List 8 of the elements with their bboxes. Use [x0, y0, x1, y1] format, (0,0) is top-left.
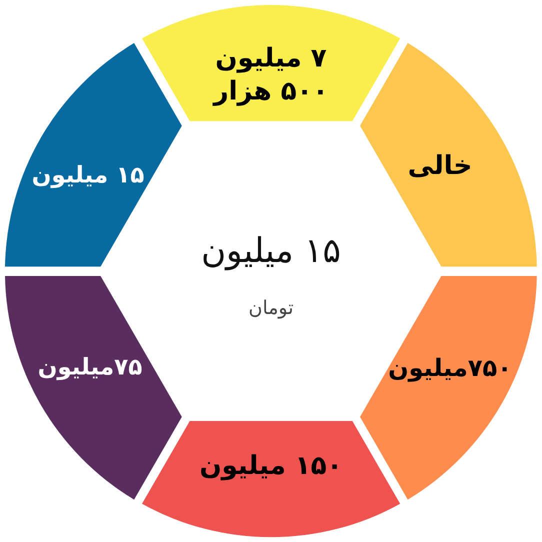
total-amount: ۱۵ میلیون	[200, 230, 342, 272]
amount-label: ۱۵۰ میلیون	[198, 450, 344, 482]
amount-label: ۱۵ میلیون	[30, 162, 146, 190]
amount-label: خالی	[406, 150, 474, 182]
amount-label: ۷۵۰میلیون	[387, 353, 513, 383]
amount-label: ۷۵میلیون	[36, 354, 144, 382]
amount-label: ۷ میلیون ۵۰۰ هزار	[212, 42, 330, 108]
currency-label: تومان	[247, 297, 295, 321]
